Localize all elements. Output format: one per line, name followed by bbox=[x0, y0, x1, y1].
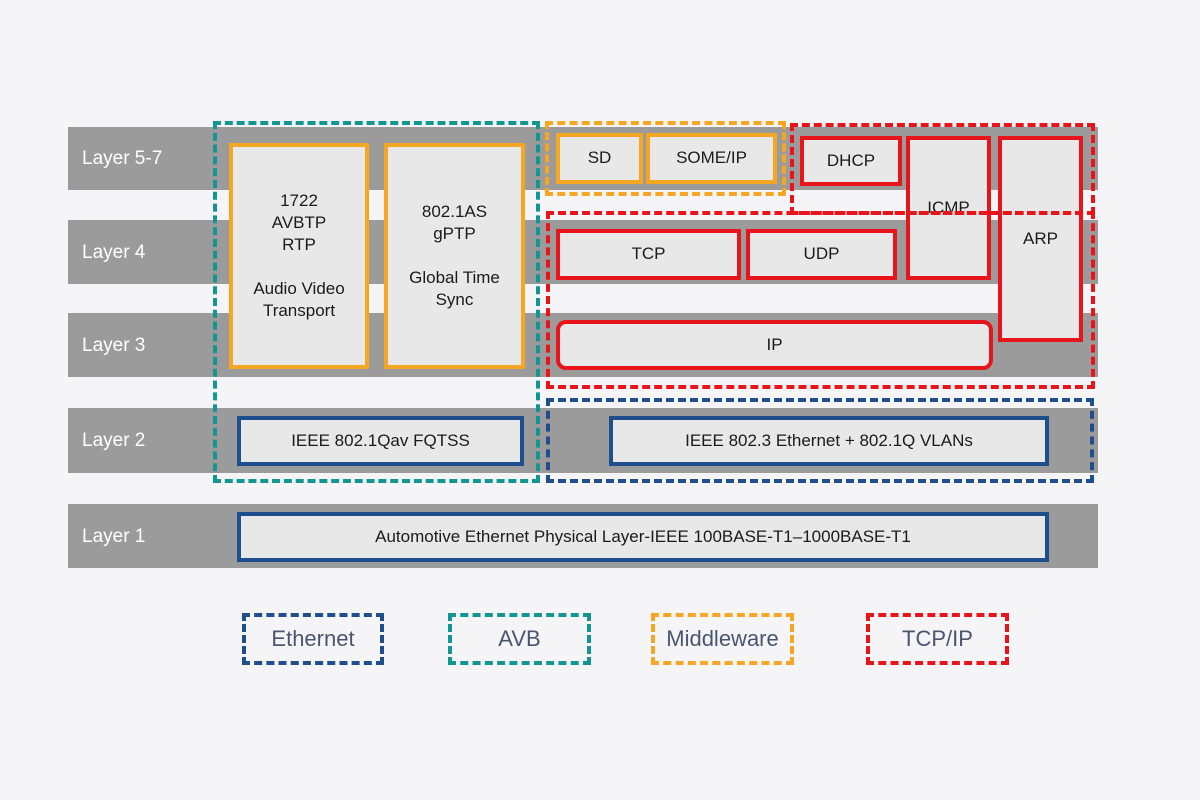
legend-middleware: Middleware bbox=[651, 613, 794, 665]
avb-group-outline bbox=[213, 121, 540, 483]
legend-tcpip-label: TCP/IP bbox=[902, 626, 973, 651]
ip-box: IP bbox=[556, 320, 993, 370]
legend-ethernet: Ethernet bbox=[242, 613, 384, 665]
avbtp-box: 1722 AVBTP RTP Audio Video Transport bbox=[229, 143, 369, 369]
tcp-box: TCP bbox=[556, 229, 741, 280]
legend-middleware-label: Middleware bbox=[666, 626, 779, 651]
arp-box: ARP bbox=[998, 136, 1083, 342]
layer-2-label: Layer 2 bbox=[82, 430, 146, 451]
gptp-text: 802.1AS gPTP Global Time Sync bbox=[409, 201, 500, 310]
phy-text: Automotive Ethernet Physical Layer-IEEE … bbox=[375, 526, 911, 546]
legend-ethernet-label: Ethernet bbox=[271, 626, 355, 651]
middleware-group-outline bbox=[545, 121, 786, 196]
layer-3-label: Layer 3 bbox=[82, 334, 146, 356]
ethernet-group-outline bbox=[546, 398, 1094, 483]
sd-box: SD bbox=[556, 133, 643, 184]
ethernet-vlan-text: IEEE 802.3 Ethernet + 802.1Q VLANs bbox=[685, 430, 973, 450]
layer-1-label: Layer 1 bbox=[82, 525, 146, 547]
dhcp-box: DHCP bbox=[800, 136, 902, 186]
ip-text: IP bbox=[766, 334, 783, 354]
fqtss-box: IEEE 802.1Qav FQTSS bbox=[237, 416, 524, 466]
udp-box: UDP bbox=[746, 229, 897, 280]
someip-text: SOME/IP bbox=[676, 148, 747, 168]
ethernet-vlan-box: IEEE 802.3 Ethernet + 802.1Q VLANs bbox=[609, 416, 1049, 466]
dhcp-text: DHCP bbox=[826, 150, 876, 170]
fqtss-text: IEEE 802.1Qav FQTSS bbox=[291, 430, 470, 450]
legend-avb-label: AVB bbox=[498, 626, 541, 651]
someip-box: SOME/IP bbox=[646, 133, 777, 184]
icmp-box: ICMP bbox=[906, 136, 991, 280]
phy-box: Automotive Ethernet Physical Layer-IEEE … bbox=[237, 512, 1049, 562]
tcpip-group-outline-upper bbox=[790, 123, 1095, 215]
layer-4-label: Layer 4 bbox=[82, 241, 146, 263]
legend-avb: AVB bbox=[448, 613, 591, 665]
tcp-text: TCP bbox=[631, 244, 666, 264]
legend-tcpip: TCP/IP bbox=[866, 613, 1009, 665]
tcpip-group-outline-lower bbox=[546, 211, 1095, 389]
udp-text: UDP bbox=[803, 244, 840, 264]
sd-text: SD bbox=[587, 148, 612, 168]
arp-text: ARP bbox=[1023, 228, 1058, 248]
gptp-box: 802.1AS gPTP Global Time Sync bbox=[384, 143, 525, 369]
layer-5-7-label: Layer 5-7 bbox=[82, 148, 163, 169]
avbtp-text: 1722 AVBTP RTP Audio Video Transport bbox=[253, 190, 345, 321]
